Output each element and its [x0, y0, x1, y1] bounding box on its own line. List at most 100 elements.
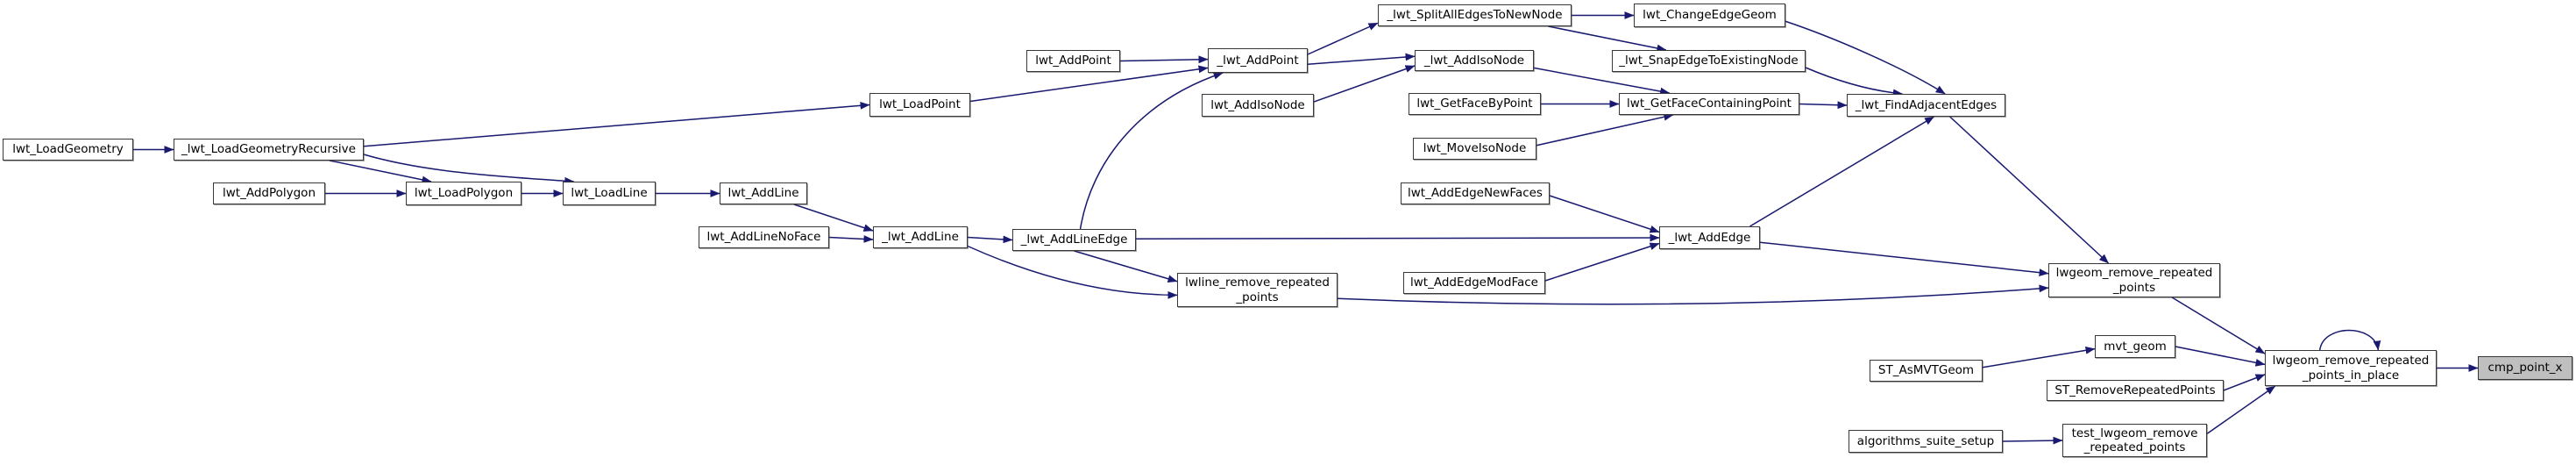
- node-label: lwt_AddEdgeModFace: [1410, 275, 1538, 290]
- node-stRemoveRep[interactable]: ST_RemoveRepeatedPoints: [2047, 380, 2224, 401]
- node-lwlineRemove[interactable]: lwline_remove_repeated_points: [1177, 273, 1338, 307]
- node-label: lwt_AddLineNoFace: [706, 230, 821, 245]
- node-_addLineEdge[interactable]: _lwt_AddLineEdge: [1012, 229, 1136, 251]
- edge-_addLine-lwlineRemove: [967, 245, 1178, 299]
- edge-lwgeomRemove-inPlace: [2171, 297, 2266, 354]
- edge-stRemoveRep-inPlace: [2223, 374, 2266, 391]
- node-_addEdge[interactable]: _lwt_AddEdge: [1659, 226, 1760, 249]
- node-label: lwt_AddPolygon: [222, 186, 316, 201]
- node-testLwgeom[interactable]: test_lwgeom_remove_repeated_points: [2062, 424, 2207, 457]
- node-splitAll[interactable]: _lwt_SplitAllEdgesToNewNode: [1378, 4, 1572, 26]
- node-addLine[interactable]: lwt_AddLine: [720, 182, 807, 204]
- node-label: mvt_geom: [2104, 339, 2167, 354]
- node-label: lwt_LoadLine: [571, 186, 648, 201]
- node-lwgeomRemove[interactable]: lwgeom_remove_repeated_points: [2048, 263, 2220, 297]
- node-label: _lwt_AddLine: [882, 230, 959, 245]
- node-getFaceContaining[interactable]: lwt_GetFaceContainingPoint: [1619, 93, 1799, 115]
- node-label: cmp_point_x: [2487, 361, 2563, 376]
- edge-loadGeomRec-loadPolygon: [329, 160, 432, 184]
- edge-snapEdge-findAdjacent: [1805, 67, 1903, 97]
- node-label: _lwt_SnapEdgeToExistingNode: [1619, 54, 1799, 68]
- node-label: lwt_ChangeEdgeGeom: [1643, 8, 1777, 23]
- node-label: lwt_LoadPolygon: [414, 186, 514, 201]
- node-label: _points: [2112, 280, 2156, 295]
- node-label: _lwt_AddEdge: [1668, 230, 1751, 245]
- node-label: _points: [1236, 290, 1279, 304]
- node-label: test_lwgeom_remove: [2071, 426, 2198, 440]
- node-snapEdge[interactable]: _lwt_SnapEdgeToExistingNode: [1612, 50, 1806, 72]
- node-changeEdgeGeom[interactable]: lwt_ChangeEdgeGeom: [1634, 4, 1785, 27]
- node-label: _lwt_FindAdjacentEdges: [1855, 97, 1998, 112]
- node-label: lwt_GetFaceContainingPoint: [1627, 97, 1792, 111]
- node-getFaceByPoint[interactable]: lwt_GetFaceByPoint: [1409, 93, 1541, 115]
- node-label: lwt_LoadGeometry: [12, 142, 124, 157]
- node-label: lwt_AddEdgeNewFaces: [1408, 186, 1543, 201]
- edge-addIsoNode-_addIsoNode: [1313, 65, 1416, 103]
- edge-addEdgeNewFaces-_addEdge: [1549, 195, 1660, 233]
- node-mvtGeom[interactable]: mvt_geom: [2095, 335, 2175, 358]
- node-loadGeometry[interactable]: lwt_LoadGeometry: [3, 139, 133, 161]
- node-loadGeomRec[interactable]: _lwt_LoadGeometryRecursive: [174, 139, 364, 161]
- edge-_addEdge-findAdjacent: [1749, 116, 1934, 227]
- edge-splitAll-snapEdge: [1548, 25, 1667, 53]
- node-label: _lwt_SplitAllEdgesToNewNode: [1387, 8, 1563, 23]
- edge-mvtGeom-inPlace: [2175, 346, 2266, 367]
- edge-inPlace-inPlace: [2318, 329, 2381, 351]
- node-_addPoint[interactable]: _lwt_AddPoint: [1208, 48, 1308, 73]
- edge-loadGeomRec-loadLine: [363, 154, 575, 185]
- edge-addPoint-_addPoint: [1119, 55, 1209, 64]
- edge-getFaceContaining-findAdjacent: [1799, 101, 1848, 110]
- node-inPlace[interactable]: lwgeom_remove_repeated_points_in_place: [2265, 350, 2437, 386]
- node-label: lwgeom_remove_repeated: [2055, 266, 2213, 281]
- node-label: lwt_AddLine: [727, 186, 799, 201]
- node-addEdgeNewFaces[interactable]: lwt_AddEdgeNewFaces: [1401, 182, 1550, 204]
- edge-_addLineEdge-_addEdge: [1135, 233, 1660, 242]
- node-cmpPointX: cmp_point_x: [2478, 356, 2572, 380]
- node-label: lwt_AddPoint: [1035, 54, 1111, 68]
- node-stAsMVT[interactable]: ST_AsMVTGeom: [1870, 360, 1983, 382]
- node-loadPoint[interactable]: lwt_LoadPoint: [869, 93, 970, 117]
- node-label: lwline_remove_repeated: [1185, 275, 1330, 290]
- edge-moveIsoNode-getFaceContaining: [1536, 112, 1674, 147]
- node-label: lwt_LoadPoint: [879, 97, 961, 112]
- node-label: lwt_GetFaceByPoint: [1416, 97, 1533, 111]
- edge-findAdjacent-lwgeomRemove: [1949, 116, 2110, 264]
- node-label: lwgeom_remove_repeated: [2272, 354, 2430, 368]
- node-addEdgeModFace[interactable]: lwt_AddEdgeModFace: [1403, 272, 1545, 294]
- edge-_addPoint-splitAll: [1307, 22, 1379, 55]
- edge-_addLine-_addLineEdge: [967, 235, 1013, 244]
- node-label: ST_RemoveRepeatedPoints: [2054, 383, 2216, 397]
- edge-loadPoint-_addPoint: [969, 65, 1209, 103]
- node-label: algorithms_suite_setup: [1856, 433, 1995, 448]
- node-label: _repeated_points: [2083, 440, 2186, 454]
- node-addPolygon[interactable]: lwt_AddPolygon: [213, 182, 325, 204]
- node-findAdjacent[interactable]: _lwt_FindAdjacentEdges: [1847, 94, 2005, 117]
- edge-addLineNoFace-_addLine: [828, 235, 874, 243]
- node-addIsoNode[interactable]: lwt_AddIsoNode: [1202, 94, 1314, 117]
- node-moveIsoNode[interactable]: lwt_MoveIsoNode: [1413, 138, 1536, 160]
- edge-changeEdgeGeom-findAdjacent: [1785, 20, 1946, 95]
- node-_addIsoNode[interactable]: _lwt_AddIsoNode: [1415, 50, 1534, 71]
- node-label: ST_AsMVTGeom: [1877, 363, 1975, 378]
- edge-_addPoint-_addIsoNode: [1307, 53, 1416, 65]
- node-label: lwt_MoveIsoNode: [1423, 141, 1527, 156]
- node-label: _lwt_LoadGeometryRecursive: [181, 142, 356, 157]
- node-label: _points_in_place: [2302, 368, 2400, 383]
- node-_addLine[interactable]: _lwt_AddLine: [873, 226, 968, 248]
- node-label: _lwt_AddLineEdge: [1020, 232, 1128, 247]
- node-loadLine[interactable]: lwt_LoadLine: [563, 182, 656, 205]
- edge-stAsMVT-mvtGeom: [1982, 346, 2096, 368]
- node-loadPolygon[interactable]: lwt_LoadPolygon: [406, 182, 522, 205]
- node-label: _lwt_AddPoint: [1217, 53, 1299, 68]
- node-label: _lwt_AddIsoNode: [1423, 53, 1525, 68]
- node-label: lwt_AddIsoNode: [1210, 97, 1305, 112]
- edge-_addLineEdge-lwlineRemove: [1074, 250, 1178, 283]
- edge-loadGeomRec-loadPoint: [363, 101, 870, 147]
- edge-algSetup-testLwgeom: [2002, 436, 2063, 445]
- node-algSetup[interactable]: algorithms_suite_setup: [1849, 430, 2003, 453]
- node-addLineNoFace[interactable]: lwt_AddLineNoFace: [699, 226, 829, 248]
- edges: [132, 11, 2479, 445]
- edge-_addEdge-lwgeomRemove: [1759, 241, 2049, 276]
- node-addPoint[interactable]: lwt_AddPoint: [1026, 50, 1120, 72]
